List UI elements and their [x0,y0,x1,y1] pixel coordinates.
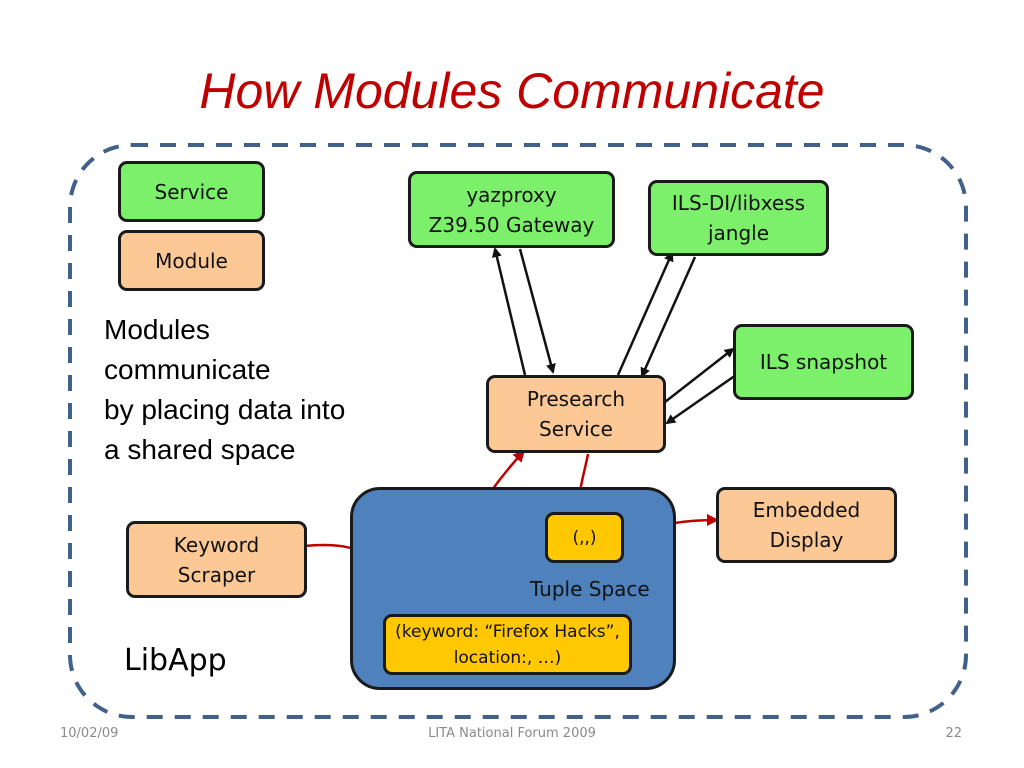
tuple-keyword-line1: (keyword: “Firefox Hacks”, [395,621,620,642]
node-keyword-scraper: Keyword Scraper [126,521,307,598]
node-embedded-line1: Embedded [752,498,861,522]
arrow-snapshot-to-presearch [665,373,737,425]
slide-title: How Modules Communicate [199,63,825,119]
node-ils-di: ILS-DI/libxess jangle [648,180,829,256]
node-embedded-line2: Display [769,528,844,552]
description-line-4: a shared space [104,434,296,465]
legend-module: Module [118,230,265,291]
legend-service: Service [118,161,265,222]
description-line-2: communicate [104,354,271,385]
node-ils-snapshot-label: ILS snapshot [759,350,888,374]
legend-service-label: Service [154,179,229,204]
description-line-1: Modules [104,314,210,345]
node-ils-snapshot: ILS snapshot [733,324,914,400]
footer-event: LITA National Forum 2009 [428,726,596,741]
description-text: Modules communicate by placing data into… [104,310,345,470]
arrow-presearch-to-snapshot [664,347,735,403]
node-ils-di-line1: ILS-DI/libxess [671,191,806,215]
legend-module-label: Module [155,248,228,273]
node-keyword-line1: Keyword [173,532,260,557]
node-ils-di-line2: jangle [707,221,770,245]
description-line-3: by placing data into [104,394,346,425]
arrow-ilsdi-to-presearch [640,256,697,378]
libapp-boundary [68,143,968,719]
node-presearch-line2: Service [539,417,613,441]
arrow-presearch-to-ilsdi [616,251,674,376]
node-yazproxy: yazproxy Z39.50 Gateway [408,171,615,248]
tuple-empty-label: (,,) [572,527,597,548]
node-presearch-line1: Presearch [526,387,626,411]
node-keyword-line2: Scraper [177,562,256,587]
footer-date: 10/02/09 [60,726,119,741]
tuple-space-label: Tuple Space [530,577,650,601]
node-yazproxy-line1: yazproxy [466,182,557,207]
tuple-keyword-line2: location:, …) [453,647,562,668]
tuple-empty: (,,) [545,512,624,563]
footer-page-number: 22 [945,726,962,741]
tuple-keyword: (keyword: “Firefox Hacks”, location:, …) [383,614,632,675]
libapp-label: LibApp [124,643,227,678]
arrow-presearch-to-yazproxy [491,247,527,376]
arrow-yazproxy-to-presearch [518,248,556,374]
node-embedded-display: Embedded Display [716,487,897,563]
node-presearch: Presearch Service [486,375,666,453]
node-yazproxy-line2: Z39.50 Gateway [428,212,595,237]
